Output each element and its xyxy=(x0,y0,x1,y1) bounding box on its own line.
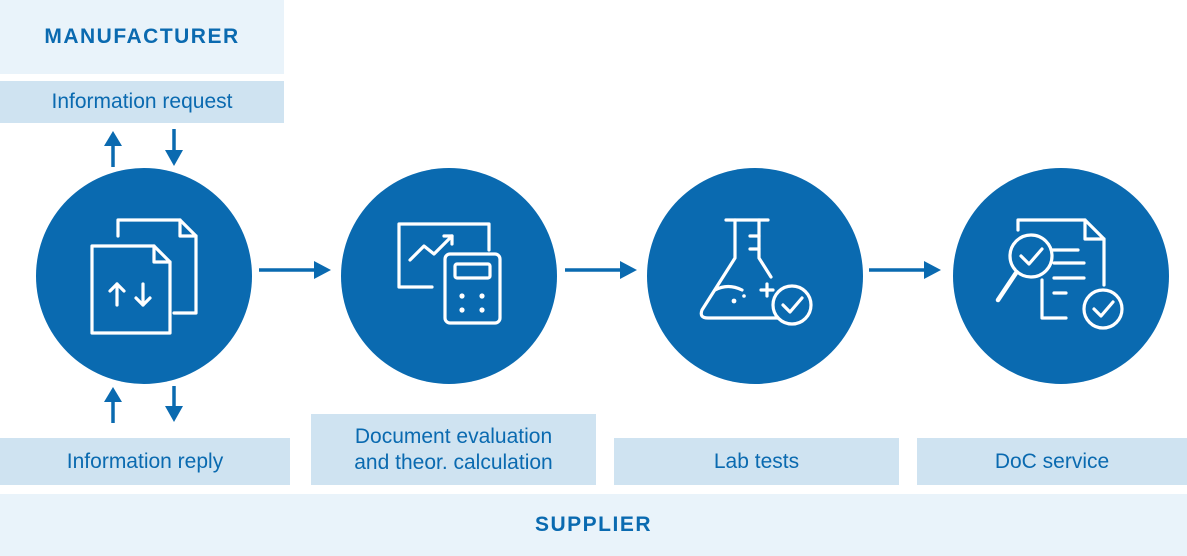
document-exchange-icon xyxy=(90,218,198,335)
information-request-label: Information request xyxy=(51,90,233,113)
arrow-right-3 xyxy=(869,261,941,279)
arrow-right-1 xyxy=(259,261,331,279)
step-circle-doc-service xyxy=(953,168,1169,384)
step-label-box-lab-tests: Lab tests xyxy=(614,438,899,485)
arrow-down-bottom xyxy=(165,386,183,422)
arrow-up-bottom xyxy=(104,387,122,423)
step-label-lab-tests: Lab tests xyxy=(713,449,800,473)
manufacturer-title: MANUFACTURER xyxy=(44,25,240,48)
arrow-up-top xyxy=(104,131,122,167)
step-circle-lab-tests xyxy=(647,168,863,384)
supplier-title: SUPPLIER xyxy=(534,513,653,536)
information-request-box: Information request xyxy=(0,81,284,123)
step-label-document-evaluation: Document evaluation and theor. calculati… xyxy=(354,424,553,474)
chart-calculator-icon xyxy=(397,222,502,325)
document-magnifier-check-icon xyxy=(995,218,1124,330)
supplier-footer: SUPPLIER xyxy=(0,494,1187,556)
arrow-down-top xyxy=(165,129,183,166)
step-label-doc-service: DoC service xyxy=(994,449,1110,473)
arrow-right-2 xyxy=(565,261,637,279)
manufacturer-header: MANUFACTURER xyxy=(0,0,284,74)
step-label-box-information-reply: Information reply xyxy=(0,438,290,485)
step-label-information-reply: Information reply xyxy=(66,449,224,473)
step-label-box-doc-service: DoC service xyxy=(917,438,1187,485)
step-label-box-document-evaluation: Document evaluation and theor. calculati… xyxy=(311,414,596,485)
flask-check-icon xyxy=(699,218,813,326)
